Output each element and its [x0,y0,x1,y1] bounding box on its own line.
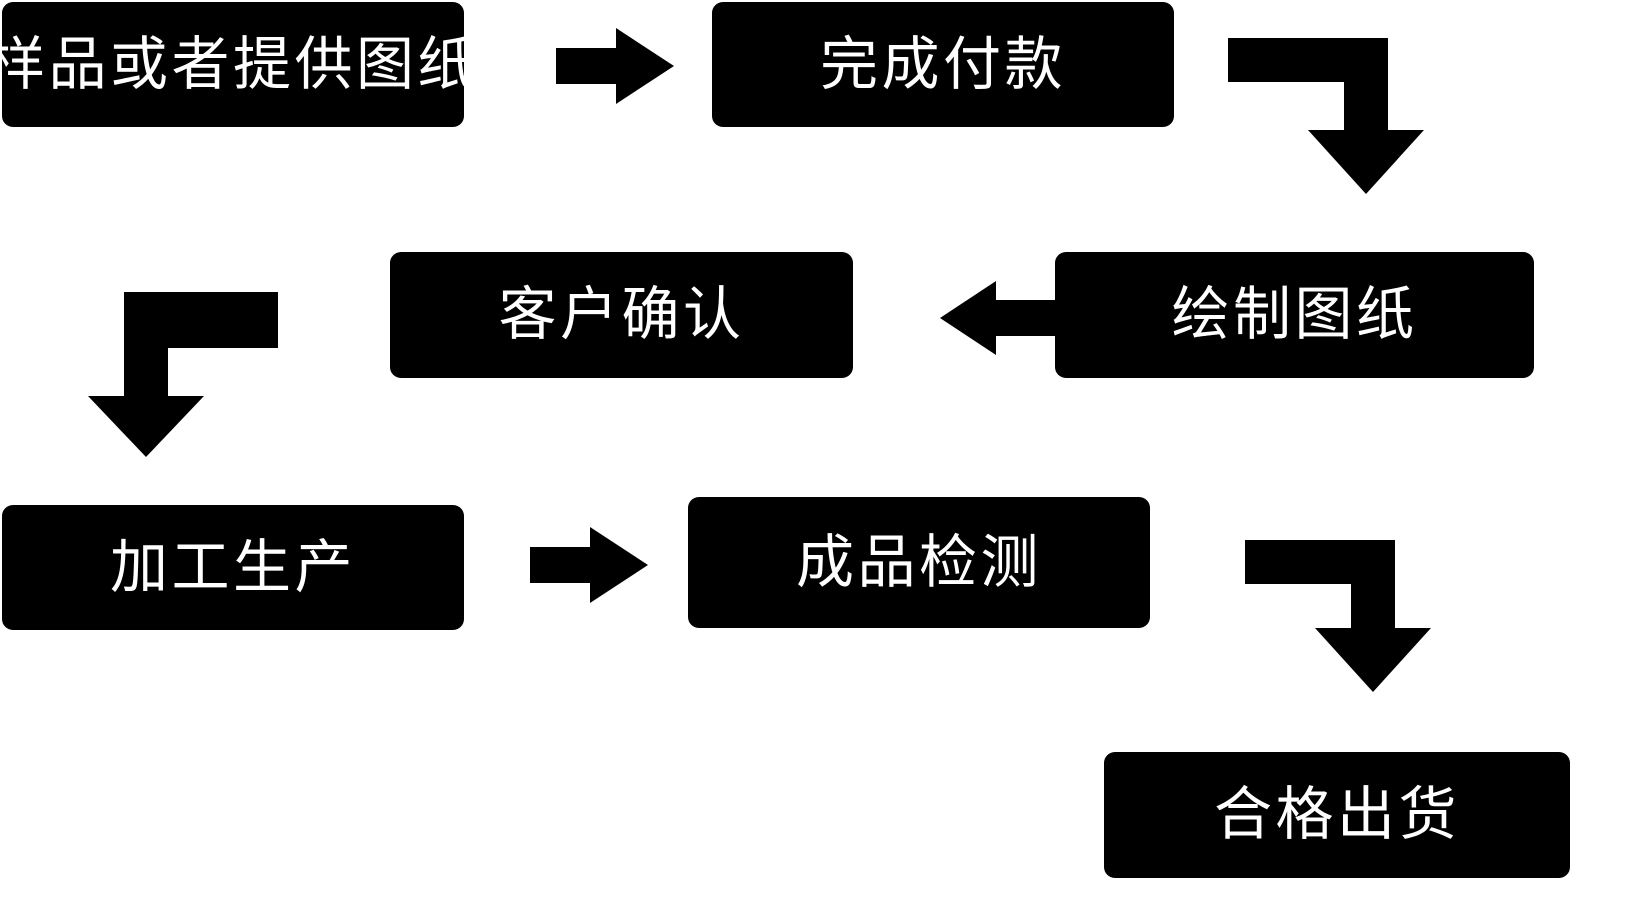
node-label-finished-inspection: 成品检测 [796,529,1042,595]
node-sample-or-drawing[interactable]: 样品或者提供图纸 [0,2,475,127]
node-customer-confirm[interactable]: 客户确认 [390,252,853,378]
arrow-production-to-inspection [530,527,650,605]
node-finished-inspection[interactable]: 成品检测 [688,497,1150,628]
arrow-right-glyph [556,28,674,104]
arrow-payment-to-drawing [1228,38,1458,203]
node-label-complete-payment: 完成付款 [820,31,1066,97]
arrow-left-glyph [940,281,1056,355]
arrow-sample-to-payment [556,28,676,106]
node-label-customer-confirm: 客户确认 [498,282,745,348]
node-label-qualified-shipment: 合格出货 [1214,782,1460,848]
arrow-inspection-to-shipment [1245,540,1465,722]
node-complete-payment[interactable]: 完成付款 [712,2,1174,127]
node-qualified-shipment[interactable]: 合格出货 [1104,752,1570,878]
node-label-sample-or-drawing: 样品或者提供图纸 [0,31,479,97]
arrow-drawing-to-confirm [940,281,1056,355]
node-label-processing-production: 加工生产 [110,534,356,600]
node-label-draw-drawing: 绘制图纸 [1171,282,1418,348]
node-processing-production[interactable]: 加工生产 [2,505,464,630]
elbow-arrow-down-glyph [1228,38,1424,194]
arrow-right-glyph [530,527,648,603]
arrow-confirm-to-production [88,292,296,457]
elbow-arrow-down-left-glyph [88,292,278,457]
node-draw-drawing[interactable]: 绘制图纸 [1055,252,1534,378]
elbow-arrow-down-glyph [1245,540,1431,692]
